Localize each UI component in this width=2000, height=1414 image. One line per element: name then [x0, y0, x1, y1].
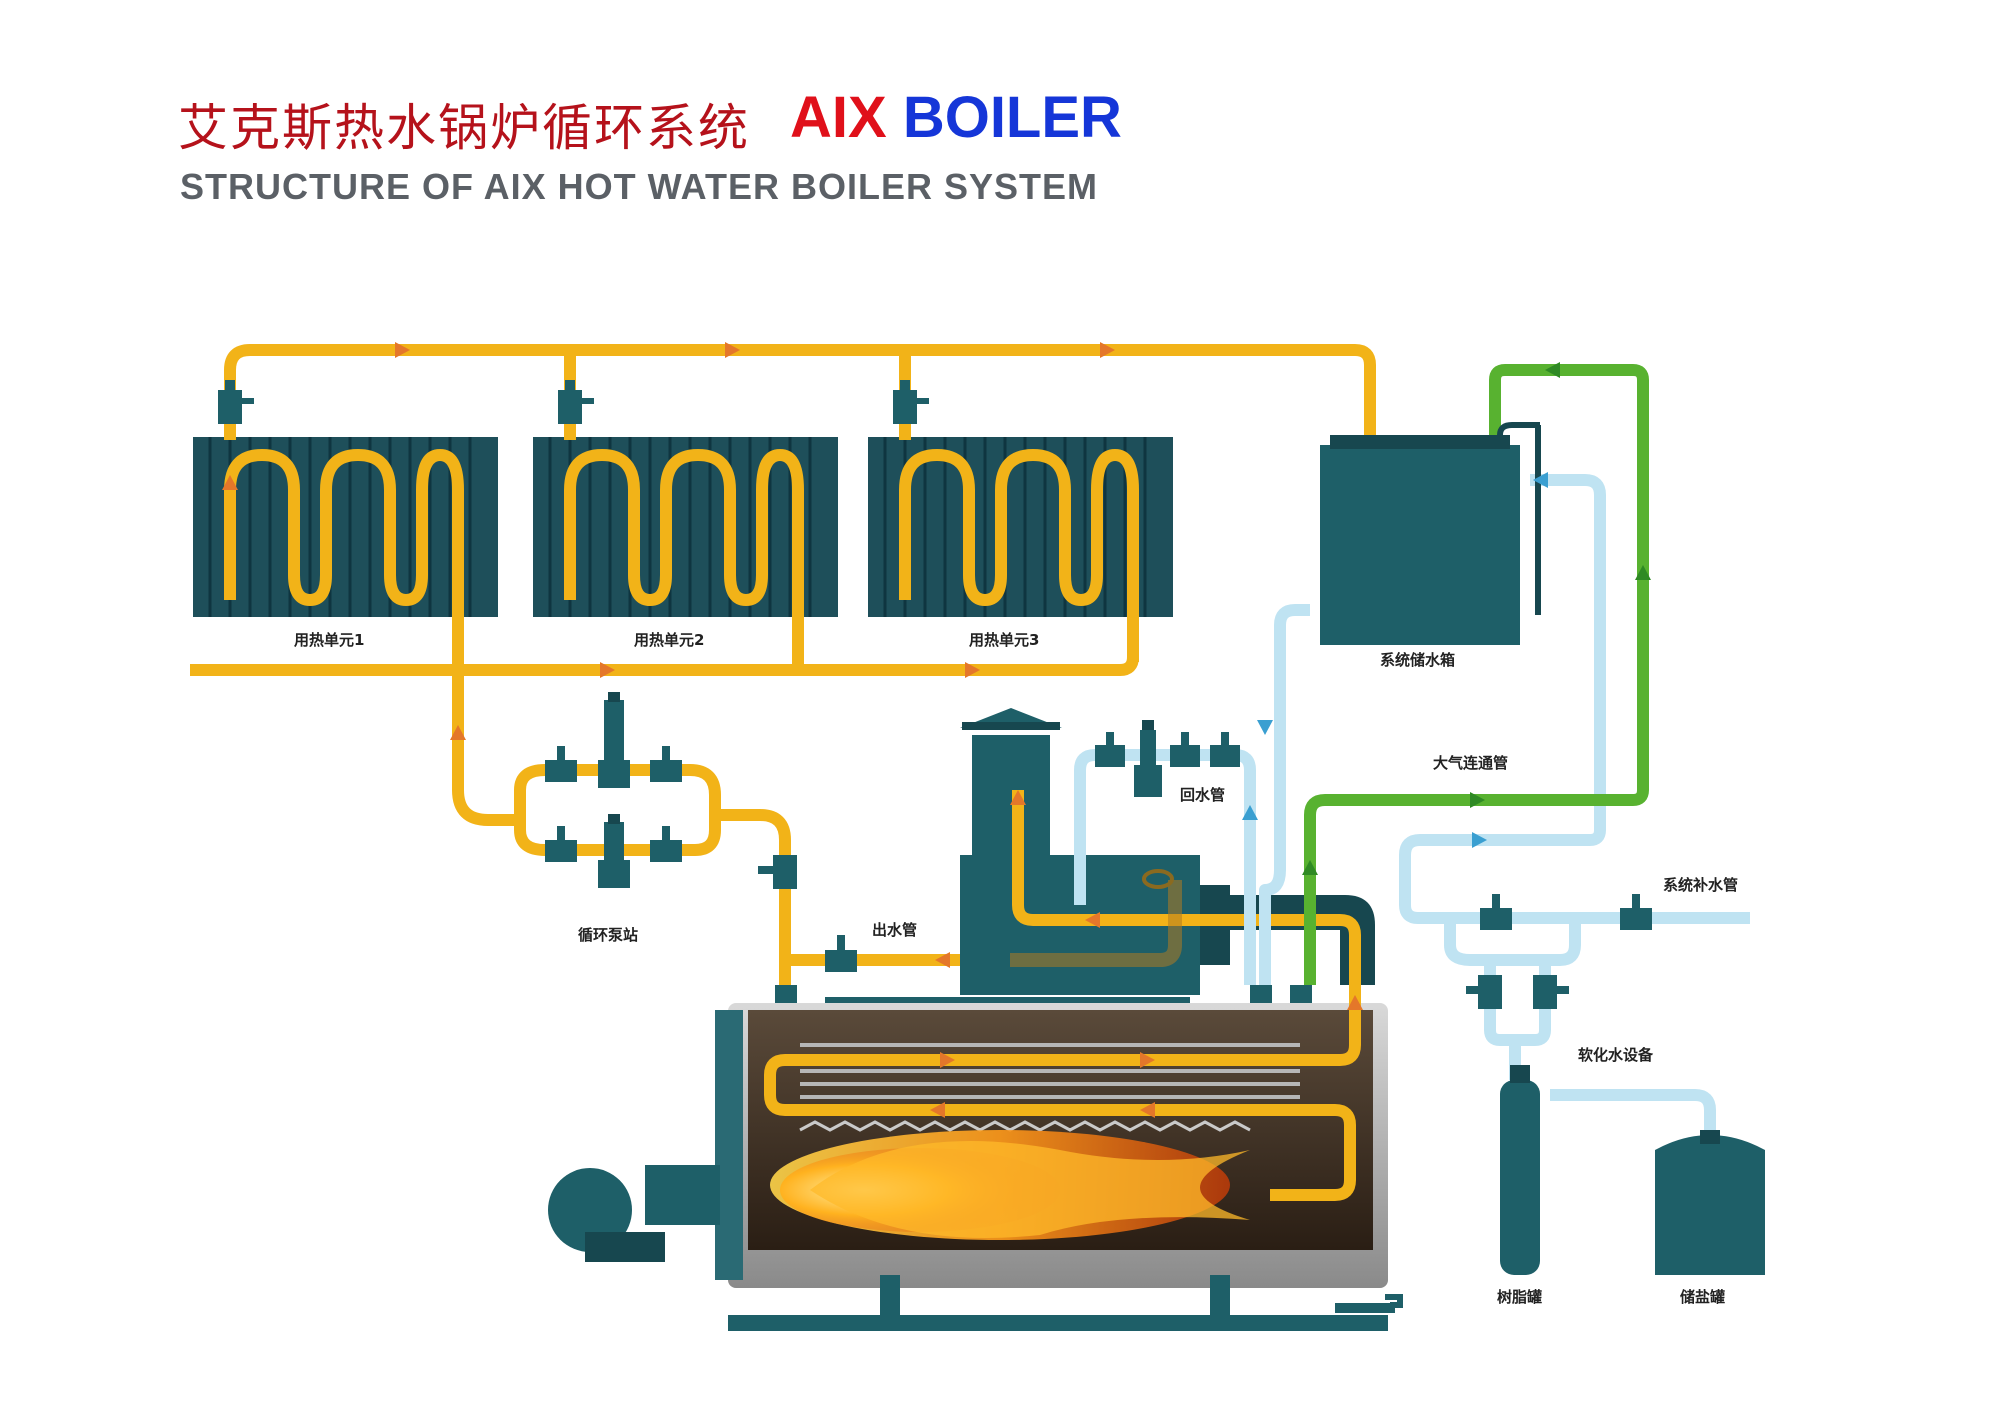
pump-return [1134, 720, 1162, 797]
storage-tank [1320, 422, 1541, 645]
label-supply-pipe: 出水管 [872, 921, 917, 939]
heat-unit-3 [868, 437, 1173, 662]
page-title-chinese: 艾克斯热水锅炉循环系统 [178, 99, 750, 157]
valve-return-3 [1210, 732, 1240, 767]
label-makeup-pipe: 系统补水管 [1663, 876, 1738, 894]
valve-supply [825, 935, 857, 972]
valve-unit-2 [558, 380, 594, 424]
valve-pump-top-right [650, 746, 682, 782]
valve-makeup-2 [1620, 894, 1652, 930]
valve-return-2 [1170, 732, 1200, 767]
hot-water-pipes [190, 344, 1376, 990]
valve-return-1 [1095, 732, 1125, 767]
boiler-internal-loop [764, 790, 1361, 1201]
heat-unit-2 [533, 437, 838, 662]
cold-water-pipes [1074, 474, 1750, 1140]
valve-makeup-1 [1480, 894, 1512, 930]
label-heat-unit-2: 用热单元2 [634, 631, 704, 649]
valve-unit-1 [218, 380, 254, 424]
resin-tank [1500, 1065, 1540, 1275]
label-heat-unit-3: 用热单元3 [969, 631, 1039, 649]
label-resin-tank: 树脂罐 [1497, 1288, 1542, 1306]
label-storage-tank: 系统储水箱 [1380, 651, 1455, 669]
brine-tank [1655, 1130, 1765, 1275]
flow-arrows-cold [1242, 472, 1548, 848]
supply-pipe-semitransparent [1010, 869, 1182, 967]
brand-logo: AIX BOILER [790, 84, 1122, 151]
boiler [548, 708, 1403, 1331]
flow-arrows-atmospheric [1302, 362, 1651, 875]
pump-lower [598, 814, 630, 888]
page-subtitle: STRUCTURE OF AIX HOT WATER BOILER SYSTEM [180, 166, 1099, 207]
flow-arrows-hot [222, 342, 1363, 1118]
brand-aix: AIX [790, 85, 887, 150]
valve-pump-top-left [545, 746, 577, 782]
brand-boiler: BOILER [902, 85, 1122, 150]
heat-unit-1 [193, 437, 498, 662]
valve-unit-3 [893, 380, 929, 424]
valve-supply-vertical [758, 855, 797, 889]
valve-pump-bottom-left [545, 826, 577, 862]
valve-softener-1 [1466, 975, 1502, 1009]
pump-upper [598, 692, 630, 788]
label-atmos-pipe: 大气连通管 [1433, 754, 1508, 772]
valve-softener-2 [1533, 975, 1569, 1009]
valves [218, 380, 1652, 1009]
atmospheric-pipes [1304, 364, 1649, 985]
valve-pump-bottom-right [650, 826, 682, 862]
label-pump-station: 循环泵站 [578, 926, 638, 944]
label-brine-tank: 储盐罐 [1680, 1288, 1725, 1306]
label-softener: 软化水设备 [1578, 1046, 1654, 1064]
circulation-pumps [598, 692, 1162, 888]
burner-flame [770, 1130, 1250, 1240]
label-heat-unit-1: 用热单元1 [294, 631, 364, 649]
label-return-pipe: 回水管 [1180, 786, 1225, 804]
